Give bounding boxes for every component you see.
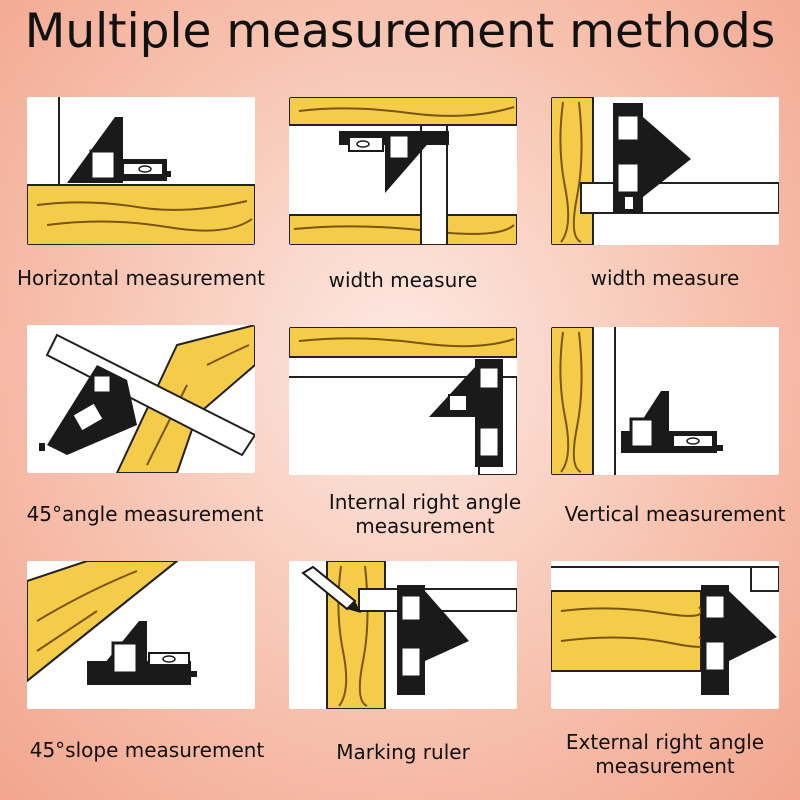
panel-internal-right-angle-measurement xyxy=(289,327,517,475)
45-angle-measurement-illustration xyxy=(39,325,255,473)
caption-45-angle-measurement: 45°angle measurement xyxy=(26,502,264,526)
caption-internal-right-angle-measurement: Internal right angle measurement xyxy=(328,490,522,538)
caption-horizontal-measurement: Horizontal measurement xyxy=(16,266,265,290)
caption-external-right-angle-measurement: External right angle measurement xyxy=(565,730,765,778)
45-slope-measurement-illustration xyxy=(27,561,197,685)
vertical-measurement-illustration xyxy=(551,327,723,475)
internal-right-angle-illustration xyxy=(289,327,517,475)
width-measure-1-illustration xyxy=(289,97,517,245)
panel-45-angle-measurement xyxy=(27,325,255,473)
caption-width-measure-1: width measure xyxy=(328,268,478,292)
page-title: Multiple measurement methods xyxy=(24,4,776,59)
panel-width-measure-2 xyxy=(551,97,779,245)
external-right-angle-illustration xyxy=(551,566,779,695)
marking-ruler-illustration xyxy=(301,561,517,709)
panel-vertical-measurement xyxy=(551,327,779,475)
width-measure-2-illustration xyxy=(551,97,779,245)
caption-vertical-measurement: Vertical measurement xyxy=(564,502,786,526)
panel-horizontal-measurement xyxy=(27,97,255,245)
panel-45-slope-measurement xyxy=(27,561,255,709)
caption-marking-ruler: Marking ruler xyxy=(336,740,470,764)
horizontal-measurement-illustration xyxy=(27,97,255,245)
caption-width-measure-2: width measure xyxy=(590,266,740,290)
panel-external-right-angle-measurement xyxy=(551,561,779,709)
panel-marking-ruler xyxy=(289,561,517,709)
caption-45-slope-measurement: 45°slope measurement xyxy=(29,738,265,762)
panel-width-measure-1 xyxy=(289,97,517,245)
